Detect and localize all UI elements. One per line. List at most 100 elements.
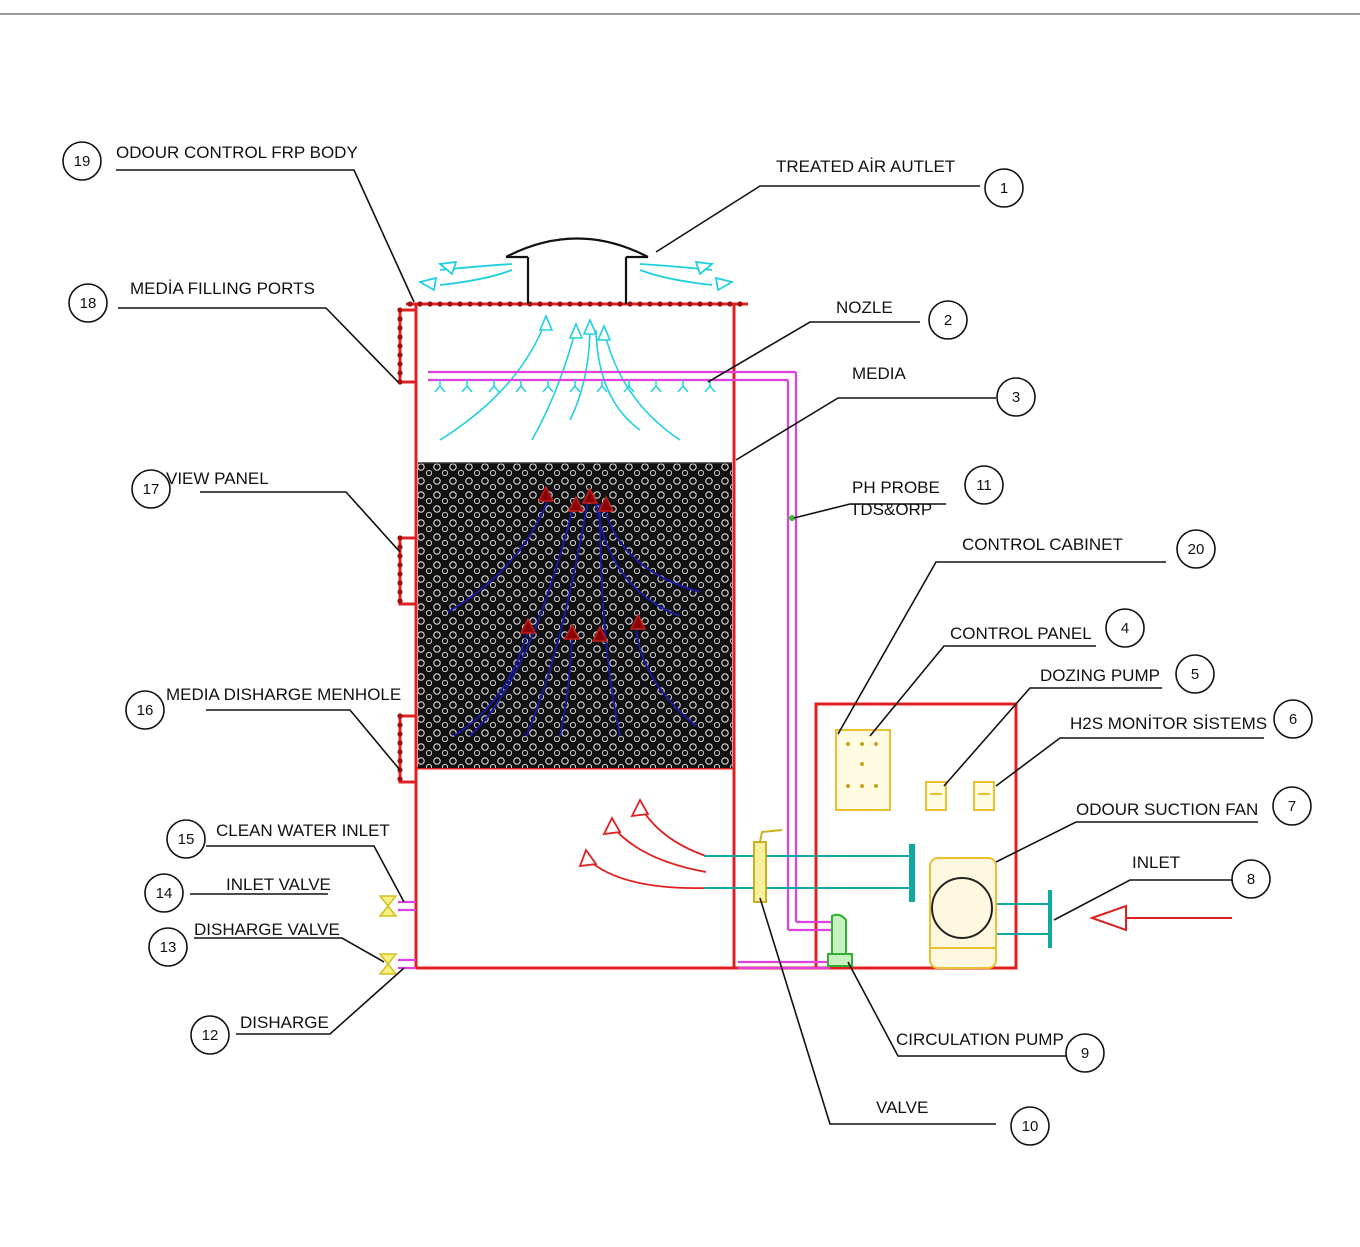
callout-1-label: TREATED AİR AUTLET: [776, 157, 955, 176]
bolt: [397, 316, 403, 322]
bolt: [717, 301, 723, 307]
callout-17-label: VIEW PANEL: [166, 469, 269, 488]
callout-1: 1 TREATED AİR AUTLET: [776, 157, 1024, 208]
flow-marker: [567, 495, 585, 512]
nozzle-spray: [434, 384, 446, 393]
flow-marker: [591, 625, 609, 642]
bolt: [587, 301, 593, 307]
bolt: [397, 740, 403, 746]
control-panel: [835, 729, 891, 811]
callout-16-number: 16: [137, 702, 154, 719]
callout-8-label: INLET: [1132, 853, 1180, 872]
callout-18-label: MEDİA FILLING PORTS: [130, 279, 315, 298]
nozzle-spray: [623, 384, 635, 393]
panel-indicator: [846, 784, 850, 788]
callout-14-label: INLET VALVE: [226, 875, 331, 894]
bolt: [517, 301, 523, 307]
bolt: [677, 301, 683, 307]
flow-marker: [563, 623, 581, 640]
nozzle-spray: [596, 384, 608, 393]
callout-13: 13 DISHARGE VALVE: [148, 920, 340, 967]
callout-3: 3 MEDIA: [852, 364, 1036, 417]
callout-6-number: 6: [1289, 711, 1297, 728]
callout-3-label: MEDIA: [852, 364, 907, 383]
callout-7-number: 7: [1288, 798, 1296, 815]
flow-marker: [629, 613, 647, 630]
outlet-dome: [505, 237, 649, 304]
bolt: [397, 731, 403, 737]
bolt: [737, 301, 743, 307]
bolt: [397, 334, 403, 340]
bolt: [597, 301, 603, 307]
suction-fan: [929, 857, 997, 969]
bolt: [397, 571, 403, 577]
callout-2-number: 2: [944, 312, 952, 329]
discharge-valve: [378, 953, 398, 975]
bolt: [647, 301, 653, 307]
circulation-pump: [827, 913, 853, 967]
callout-7-label: ODOUR SUCTION FAN: [1076, 800, 1258, 819]
callout-12-number: 12: [202, 1027, 219, 1044]
callout-19-label: ODOUR CONTROL FRP BODY: [116, 143, 358, 162]
bolt: [477, 301, 483, 307]
callout-5-number: 5: [1191, 666, 1199, 683]
bolt: [397, 370, 403, 376]
callout-6: 6 H2S MONİTOR SİSTEMS: [1070, 699, 1313, 739]
bolt: [397, 749, 403, 755]
bolt: [397, 535, 403, 541]
callout-10-number: 10: [1022, 1118, 1039, 1135]
callout-20-label: CONTROL CABINET: [962, 535, 1123, 554]
callout-20-number: 20: [1188, 541, 1205, 558]
recirculation-pipe: [398, 370, 832, 970]
panel-indicator: [874, 784, 878, 788]
bolt: [607, 301, 613, 307]
callout-14: 14 INLET VALVE: [144, 873, 331, 913]
bolt: [487, 301, 493, 307]
bolt: [697, 301, 703, 307]
callout-18-number: 18: [80, 295, 97, 312]
nozzle-spray: [677, 384, 689, 393]
media-flow-lines: [447, 499, 701, 737]
inlet-duct: [704, 844, 1052, 948]
callout-11-label2: TDS&ORP: [850, 500, 932, 519]
nozzle-spray: [461, 384, 473, 393]
callout-10-label: VALVE: [876, 1098, 928, 1117]
inlet-air-arrows: [578, 798, 707, 889]
bolt: [397, 589, 403, 595]
bolt: [397, 598, 403, 604]
callout-18: 18 MEDİA FILLING PORTS: [68, 279, 315, 323]
bolt: [537, 301, 543, 307]
nozzle-spray: [542, 384, 554, 393]
callout-15-number: 15: [178, 831, 195, 848]
bolt: [657, 301, 663, 307]
bolt: [557, 301, 563, 307]
bolt: [397, 580, 403, 586]
callout-11-number: 11: [976, 477, 992, 494]
callout-7: 7 ODOUR SUCTION FAN: [1076, 786, 1312, 826]
bolt: [687, 301, 693, 307]
callout-13-number: 13: [160, 939, 177, 956]
bolt: [617, 301, 623, 307]
bolt: [627, 301, 633, 307]
panel-indicator: [860, 784, 864, 788]
panel-indicator: [860, 762, 864, 766]
bolt: [667, 301, 673, 307]
bolt: [397, 562, 403, 568]
nozzle-spray: [650, 384, 662, 393]
bolt: [397, 722, 403, 728]
callout-4-number: 4: [1121, 620, 1129, 637]
callout-12: 12 DISHARGE: [190, 1013, 329, 1055]
nozzles: [434, 380, 716, 393]
bolt: [427, 301, 433, 307]
flange-bolts: [397, 301, 743, 782]
bolt: [397, 553, 403, 559]
callout-8-number: 8: [1247, 871, 1255, 888]
callout-5-label: DOZING PUMP: [1040, 666, 1160, 685]
inlet-arrow: [1088, 904, 1232, 932]
bolt: [417, 301, 423, 307]
ph-probe-dot: [789, 515, 795, 521]
bolt: [547, 301, 553, 307]
callout-19-number: 19: [74, 153, 91, 170]
callout-3-number: 3: [1012, 389, 1020, 406]
